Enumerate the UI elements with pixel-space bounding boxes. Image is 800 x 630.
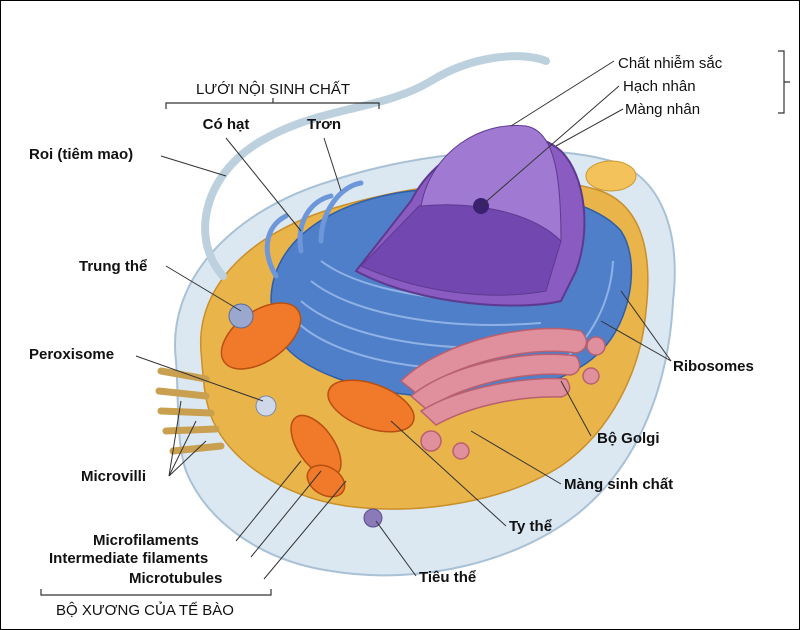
er-tubules bbox=[264, 180, 364, 279]
label-microtubules: Microtubules bbox=[129, 570, 222, 587]
cell-illustration bbox=[155, 52, 676, 577]
er-brace bbox=[165, 98, 380, 109]
flagellum bbox=[201, 52, 550, 280]
label-mitochondria: Ty thể bbox=[509, 518, 552, 535]
label-lysosome: Tiêu thể bbox=[419, 569, 476, 586]
label-smooth-er: Trơn bbox=[307, 116, 341, 133]
nucleus-brace bbox=[778, 50, 790, 114]
label-cytoskeleton: BỘ XƯƠNG CỦA TẾ BÀO bbox=[56, 601, 234, 619]
labels: LƯỚI NỘI SINH CHẤT Có hạt Trơn Roi (tiêm… bbox=[29, 55, 754, 619]
golgi-apparatus bbox=[399, 327, 606, 460]
label-intermediate-filaments: Intermediate filaments bbox=[49, 550, 208, 567]
peroxisome-body bbox=[255, 395, 277, 417]
label-er-title: LƯỚI NỘI SINH CHẤT bbox=[196, 81, 350, 98]
cytoskeleton-brace bbox=[40, 589, 272, 596]
leader-lines bbox=[135, 60, 672, 580]
vesicle bbox=[585, 160, 637, 192]
label-centrosome: Trung thể bbox=[79, 258, 147, 275]
label-rough-er: Có hạt bbox=[203, 116, 250, 133]
centrosome-body bbox=[228, 303, 254, 329]
lysosome-body bbox=[363, 508, 383, 528]
label-chromatin: Chất nhiễm sắc bbox=[618, 55, 723, 72]
label-microvilli: Microvilli bbox=[81, 468, 146, 485]
label-peroxisome: Peroxisome bbox=[29, 346, 114, 363]
mitochondria bbox=[220, 302, 415, 498]
microvilli bbox=[155, 367, 225, 455]
label-ribosomes: Ribosomes bbox=[673, 358, 754, 375]
nucleus-dome bbox=[420, 124, 562, 243]
label-plasma-membrane: Màng sinh chất bbox=[564, 476, 673, 493]
label-golgi: Bộ Golgi bbox=[597, 430, 660, 447]
label-microfilaments: Microfilaments bbox=[93, 532, 199, 549]
label-nucleolus: Hạch nhân bbox=[623, 78, 696, 95]
label-flagellum: Roi (tiêm mao) bbox=[29, 146, 133, 163]
label-nuclear-membrane: Màng nhân bbox=[625, 101, 700, 118]
